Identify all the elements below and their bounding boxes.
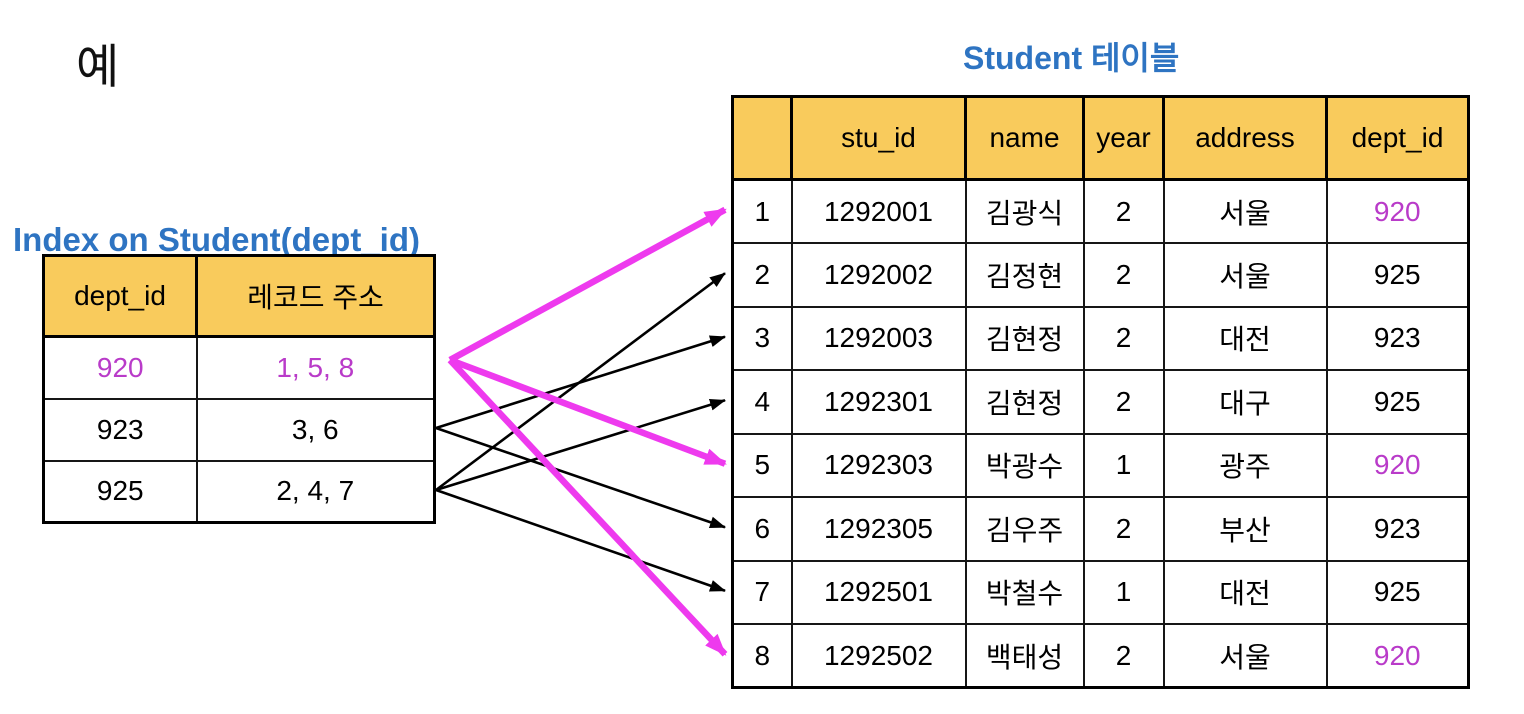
student-year-cell: 1 [1082,559,1165,625]
student-name-cell: 김정현 [964,242,1085,308]
index-header-cell-1: 레코드 주소 [195,254,436,338]
index-record-addresses-cell: 2, 4, 7 [195,459,436,524]
example-title: 예 [76,40,120,93]
student-address-cell: 광주 [1162,432,1328,498]
student-header-cell-name: name [964,95,1085,181]
student-name-cell: 김우주 [964,496,1085,562]
student-address-cell: 서울 [1162,178,1328,244]
student-rowno-cell: 7 [731,559,793,625]
index-header-cell-0: dept_id [42,254,198,338]
index-record-addresses-cell: 1, 5, 8 [195,335,436,400]
student-stuid-cell: 1292003 [790,305,967,371]
student-year-cell: 2 [1082,369,1165,435]
arrow-920-to-row-5 [448,356,727,467]
student-header-cell-address: address [1162,95,1328,181]
student-deptid-cell: 920 [1325,432,1470,498]
index-record-addresses-cell: 3, 6 [195,397,436,462]
index-dept-id-cell: 920 [42,335,198,400]
student-name-cell: 박철수 [964,559,1085,625]
student-rowno-cell: 6 [731,496,793,562]
student-address-cell: 대전 [1162,559,1328,625]
student-header-cell-year: year [1082,95,1165,181]
arrow-920-to-row-1 [448,206,727,363]
student-name-cell: 김광식 [964,178,1085,244]
student-deptid-cell: 923 [1325,305,1470,371]
student-stuid-cell: 1292303 [790,432,967,498]
student-year-cell: 2 [1082,496,1165,562]
student-year-cell: 2 [1082,305,1165,371]
student-name-cell: 백태성 [964,623,1085,689]
student-deptid-cell: 920 [1325,178,1470,244]
index-dept-id-cell: 923 [42,397,198,462]
student-address-cell: 서울 [1162,623,1328,689]
student-stuid-cell: 1292502 [790,623,967,689]
index-table-label: Index on Student(dept_id) [13,221,420,258]
student-deptid-cell: 925 [1325,369,1470,435]
student-header-cell-stu_id: stu_id [790,95,967,181]
arrow-925-to-row-2 [435,272,726,492]
student-header-cell-dept_id: dept_id [1325,95,1470,181]
student-table-title: Student 테이블 [963,40,1180,76]
student-stuid-cell: 1292002 [790,242,967,308]
student-rowno-cell: 5 [731,432,793,498]
student-deptid-cell: 923 [1325,496,1470,562]
student-address-cell: 대구 [1162,369,1328,435]
student-year-cell: 2 [1082,178,1165,244]
student-stuid-cell: 1292501 [790,559,967,625]
student-deptid-cell: 925 [1325,242,1470,308]
arrow-923-to-row-6 [435,426,726,529]
student-rowno-cell: 8 [731,623,793,689]
student-stuid-cell: 1292301 [790,369,967,435]
student-rowno-cell: 2 [731,242,793,308]
student-rowno-cell: 1 [731,178,793,244]
student-deptid-cell: 925 [1325,559,1470,625]
student-year-cell: 1 [1082,432,1165,498]
student-rowno-cell: 4 [731,369,793,435]
student-year-cell: 2 [1082,623,1165,689]
student-year-cell: 2 [1082,242,1165,308]
student-header-cell-rowno [731,95,793,181]
student-deptid-cell: 920 [1325,623,1470,689]
student-name-cell: 박광수 [964,432,1085,498]
student-name-cell: 김현정 [964,369,1085,435]
student-address-cell: 부산 [1162,496,1328,562]
arrow-920-to-row-8 [447,357,728,657]
student-stuid-cell: 1292305 [790,496,967,562]
arrow-923-to-row-3 [435,335,726,430]
arrow-925-to-row-7 [435,488,726,592]
arrow-925-to-row-4 [435,398,726,492]
student-address-cell: 서울 [1162,242,1328,308]
student-address-cell: 대전 [1162,305,1328,371]
student-rowno-cell: 3 [731,305,793,371]
student-stuid-cell: 1292001 [790,178,967,244]
index-dept-id-cell: 925 [42,459,198,524]
student-name-cell: 김현정 [964,305,1085,371]
